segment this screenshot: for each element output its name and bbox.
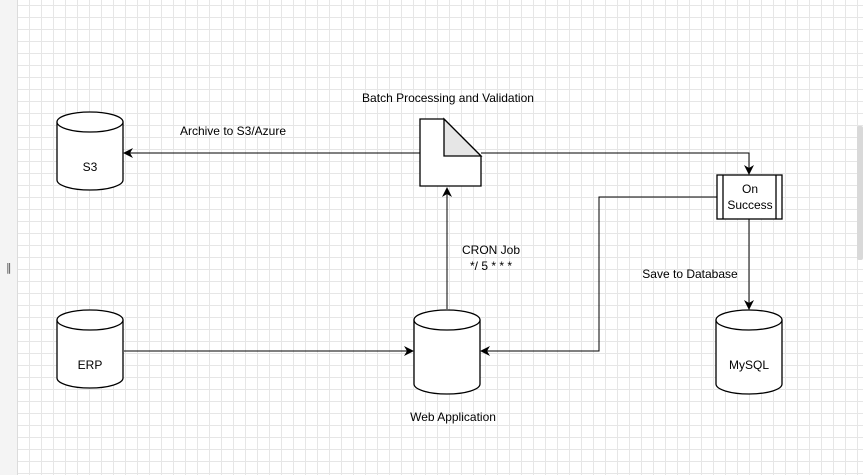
mysql-label: MySQL	[728, 358, 770, 372]
vertical-scrollbar[interactable]	[857, 126, 863, 260]
mysql-cylinder-node[interactable]	[715, 309, 783, 395]
erp-cylinder-node[interactable]	[56, 309, 124, 389]
batch-processing-label: Batch Processing and Validation	[362, 91, 534, 105]
web-application-cylinder-node[interactable]	[413, 309, 481, 395]
s3-cylinder-node[interactable]	[56, 111, 124, 191]
archive-edge-label: Archive to S3/Azure	[179, 124, 287, 138]
edge-batch-to-on-success[interactable]	[481, 152, 754, 175]
left-panel-edge	[0, 0, 18, 475]
panel-resize-handle[interactable]: ‖	[6, 261, 12, 274]
save-to-database-edge-label: Save to Database	[642, 267, 738, 281]
s3-label: S3	[82, 160, 98, 174]
on-success-process-node[interactable]	[716, 174, 783, 220]
batch-processing-note-node[interactable]	[419, 117, 483, 187]
erp-label: ERP	[77, 358, 103, 372]
cron-job-edge-label: CRON Job */ 5 * * *	[461, 243, 521, 273]
web-application-label: Web Application	[410, 410, 496, 424]
edge-on-success-to-web-app[interactable]	[480, 196, 717, 356]
on-success-label: On Success	[727, 182, 773, 212]
